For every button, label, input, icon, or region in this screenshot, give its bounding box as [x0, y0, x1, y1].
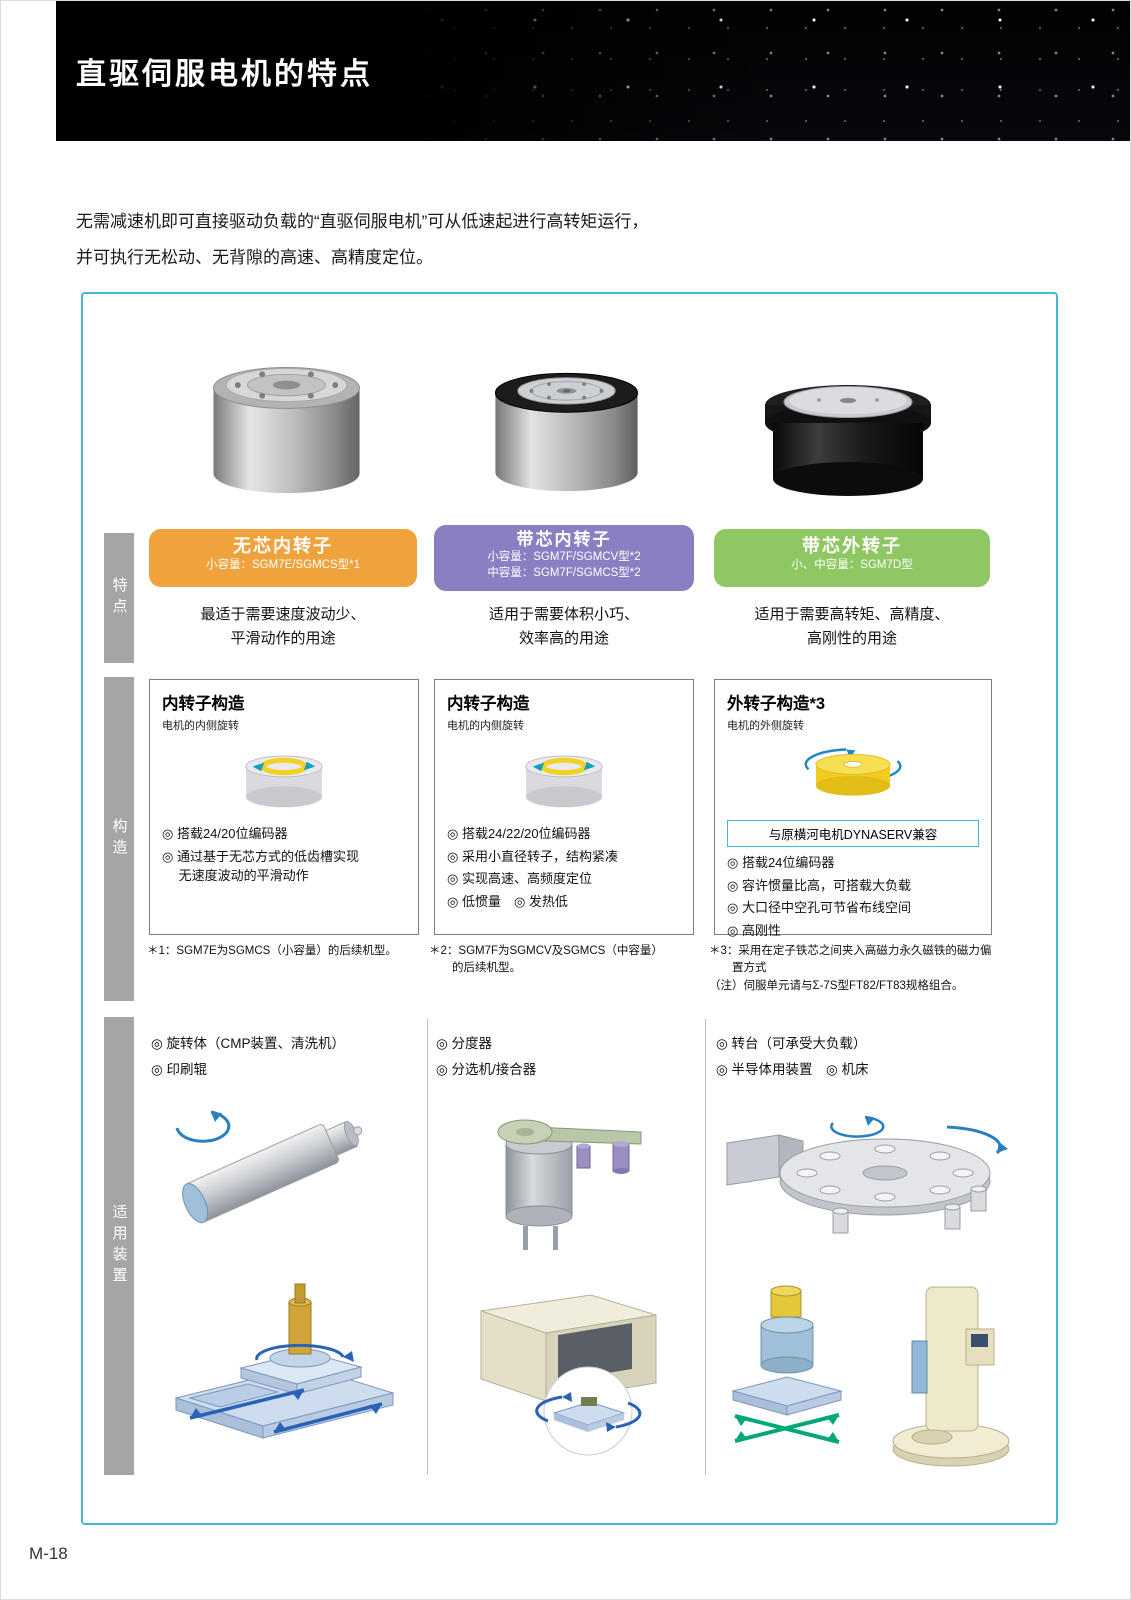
structure-title: 外转子构造*3: [727, 695, 826, 713]
structure-bullet: ◎ 搭载24/22/20位编码器: [447, 826, 591, 841]
feature-badge-cored-inner: 带芯内转子 小容量：SGM7F/SGMCV型*2 中容量：SGM7F/SGMCS…: [434, 525, 694, 591]
badge-subtitle: 小容量：SGM7F/SGMCV型*2 中容量：SGM7F/SGMCS型*2: [487, 551, 641, 579]
application-item: ◎ 转台（可承受大负载）: [716, 1036, 867, 1051]
structure-bullet: ◎ 实现高速、高频度定位: [447, 871, 592, 886]
row-tab-structure: 构造: [104, 677, 134, 1001]
application-item: ◎ 印刷辊: [151, 1062, 208, 1078]
structure-bullet: ◎ 通过基于无芯方式的低齿槽实现 无速度波动的平滑动作: [162, 848, 359, 884]
sorter-machine-illustration: [480, 1294, 657, 1456]
feature-description: 适用于需要体积小巧、 效率高的用途: [488, 606, 639, 647]
machine-tool-illustration: [892, 1286, 1010, 1467]
structure-bullet: ◎ 采用小直径转子，结构紧凑: [447, 848, 618, 864]
structure-box-inner-rotor-2: 内转子构造 电机的内侧旋转 ◎ 搭载24/22/20位编码器 ◎ 采用小直径转子…: [434, 679, 694, 935]
rotation-cylinder-icon: [525, 755, 603, 808]
outer-rotor-rotation-icon: [727, 738, 979, 813]
structure-bullet: ◎ 高刚性: [727, 922, 781, 938]
inner-rotor-rotation-icon: [447, 738, 681, 817]
structure-subtitle: 电机的内侧旋转: [447, 720, 524, 732]
application-item: ◎ 旋转体（CMP装置、清洗机）: [151, 1036, 346, 1051]
turntable-illustration: [726, 1115, 1008, 1234]
inner-rotor-rotation-icon: [162, 738, 406, 817]
footnote: ＊1：SGM7E为SGMCS（小容量）的后续机型。: [147, 945, 397, 957]
page-title: 直驱伺服电机的特点: [76, 58, 373, 91]
structure-box-inner-rotor-1: 内转子构造 电机的内侧旋转 ◎ 搭载24/20位编码器 ◎ 通过基于无芯方式的低…: [149, 679, 419, 935]
rotation-cylinder-icon: [804, 748, 902, 796]
footnote: ＊2：SGM7F为SGMCV及SGMCS（中容量） 的后续机型。: [429, 945, 663, 975]
structure-title: 内转子构造: [162, 695, 245, 713]
feature-description: 适用于需要高转矩、高精度、 高刚性的用途: [754, 606, 950, 647]
application-list: ◎ 分度器 ◎ 分选机/接合器: [436, 1031, 696, 1084]
badge-title: 无芯内转子: [233, 536, 333, 556]
structure-bullet: ◎ 低惯量 ◎ 发热低: [447, 893, 568, 909]
dynaserv-compat-note: 与原横河电机DYNASERV兼容: [727, 820, 979, 847]
structure-box-outer-rotor: 外转子构造*3 电机的外侧旋转 与原横河电机DYNASERV兼容 ◎ 搭载24位…: [714, 679, 992, 938]
indexer-illustration: [497, 1119, 642, 1250]
footnote: ＊3：采用在定子铁芯之间夹入高磁力永久磁铁的磁力偏 置方式 （注）伺服单元请与Σ…: [709, 945, 992, 992]
structure-subtitle: 电机的内侧旋转: [162, 720, 239, 732]
rotation-cylinder-icon: [245, 755, 323, 808]
feature-description: 最适于需要速度波动少、 平滑动作的用途: [200, 606, 366, 647]
badge-subtitle: 小容量：SGM7E/SGMCS型*1: [206, 558, 360, 571]
print-roller-illustration: [175, 1110, 363, 1224]
application-list: ◎ 旋转体（CMP装置、清洗机） ◎ 印刷辊: [151, 1031, 423, 1084]
badge-title: 带芯内转子: [516, 530, 612, 549]
application-item: ◎ 分选机/接合器: [436, 1062, 537, 1078]
badge-subtitle: 小、中容量：SGM7D型: [791, 558, 913, 571]
column-separator: [705, 1019, 706, 1475]
row-tab-applications: 适用装置: [104, 1017, 134, 1475]
page-header: 直驱伺服电机的特点: [56, 1, 1130, 141]
row-tab-features: 特点: [104, 533, 134, 663]
structure-bullet: ◎ 搭载24位编码器: [727, 855, 835, 870]
structure-bullet: ◎ 搭载24/20位编码器: [162, 826, 288, 841]
application-item: ◎ 半导体用装置 ◎ 机床: [716, 1062, 869, 1078]
xy-stage-illustration: [174, 1283, 395, 1439]
structure-bullet: ◎ 容许惯量比高，可搭载大负载: [727, 877, 911, 893]
badge-title: 带芯外转子: [802, 536, 902, 556]
rotary-table-illustration: [731, 1285, 843, 1444]
feature-badge-coreless-inner: 无芯内转子 小容量：SGM7E/SGMCS型*1: [149, 529, 417, 587]
application-item: ◎ 分度器: [436, 1036, 493, 1051]
structure-bullet: ◎ 大口径中空孔可节省布线空间: [727, 900, 911, 915]
page-number: M-18: [29, 1544, 68, 1563]
application-list: ◎ 转台（可承受大负载） ◎ 半导体用装置 ◎ 机床: [716, 1031, 1001, 1084]
structure-subtitle: 电机的外侧旋转: [727, 720, 804, 732]
intro-text: 无需减速机即可直接驱动负载的“直驱伺服电机”可从低速起进行高转矩运行， 并可执行…: [76, 212, 649, 267]
column-separator: [427, 1019, 428, 1475]
motor-photo-cored-outer-rotor: [765, 385, 931, 496]
feature-badge-cored-outer: 带芯外转子 小、中容量：SGM7D型: [714, 529, 990, 587]
motor-photo-cored-inner-rotor: [494, 372, 639, 492]
structure-title: 内转子构造: [447, 695, 530, 713]
motor-photo-coreless-inner-rotor: [212, 367, 361, 494]
